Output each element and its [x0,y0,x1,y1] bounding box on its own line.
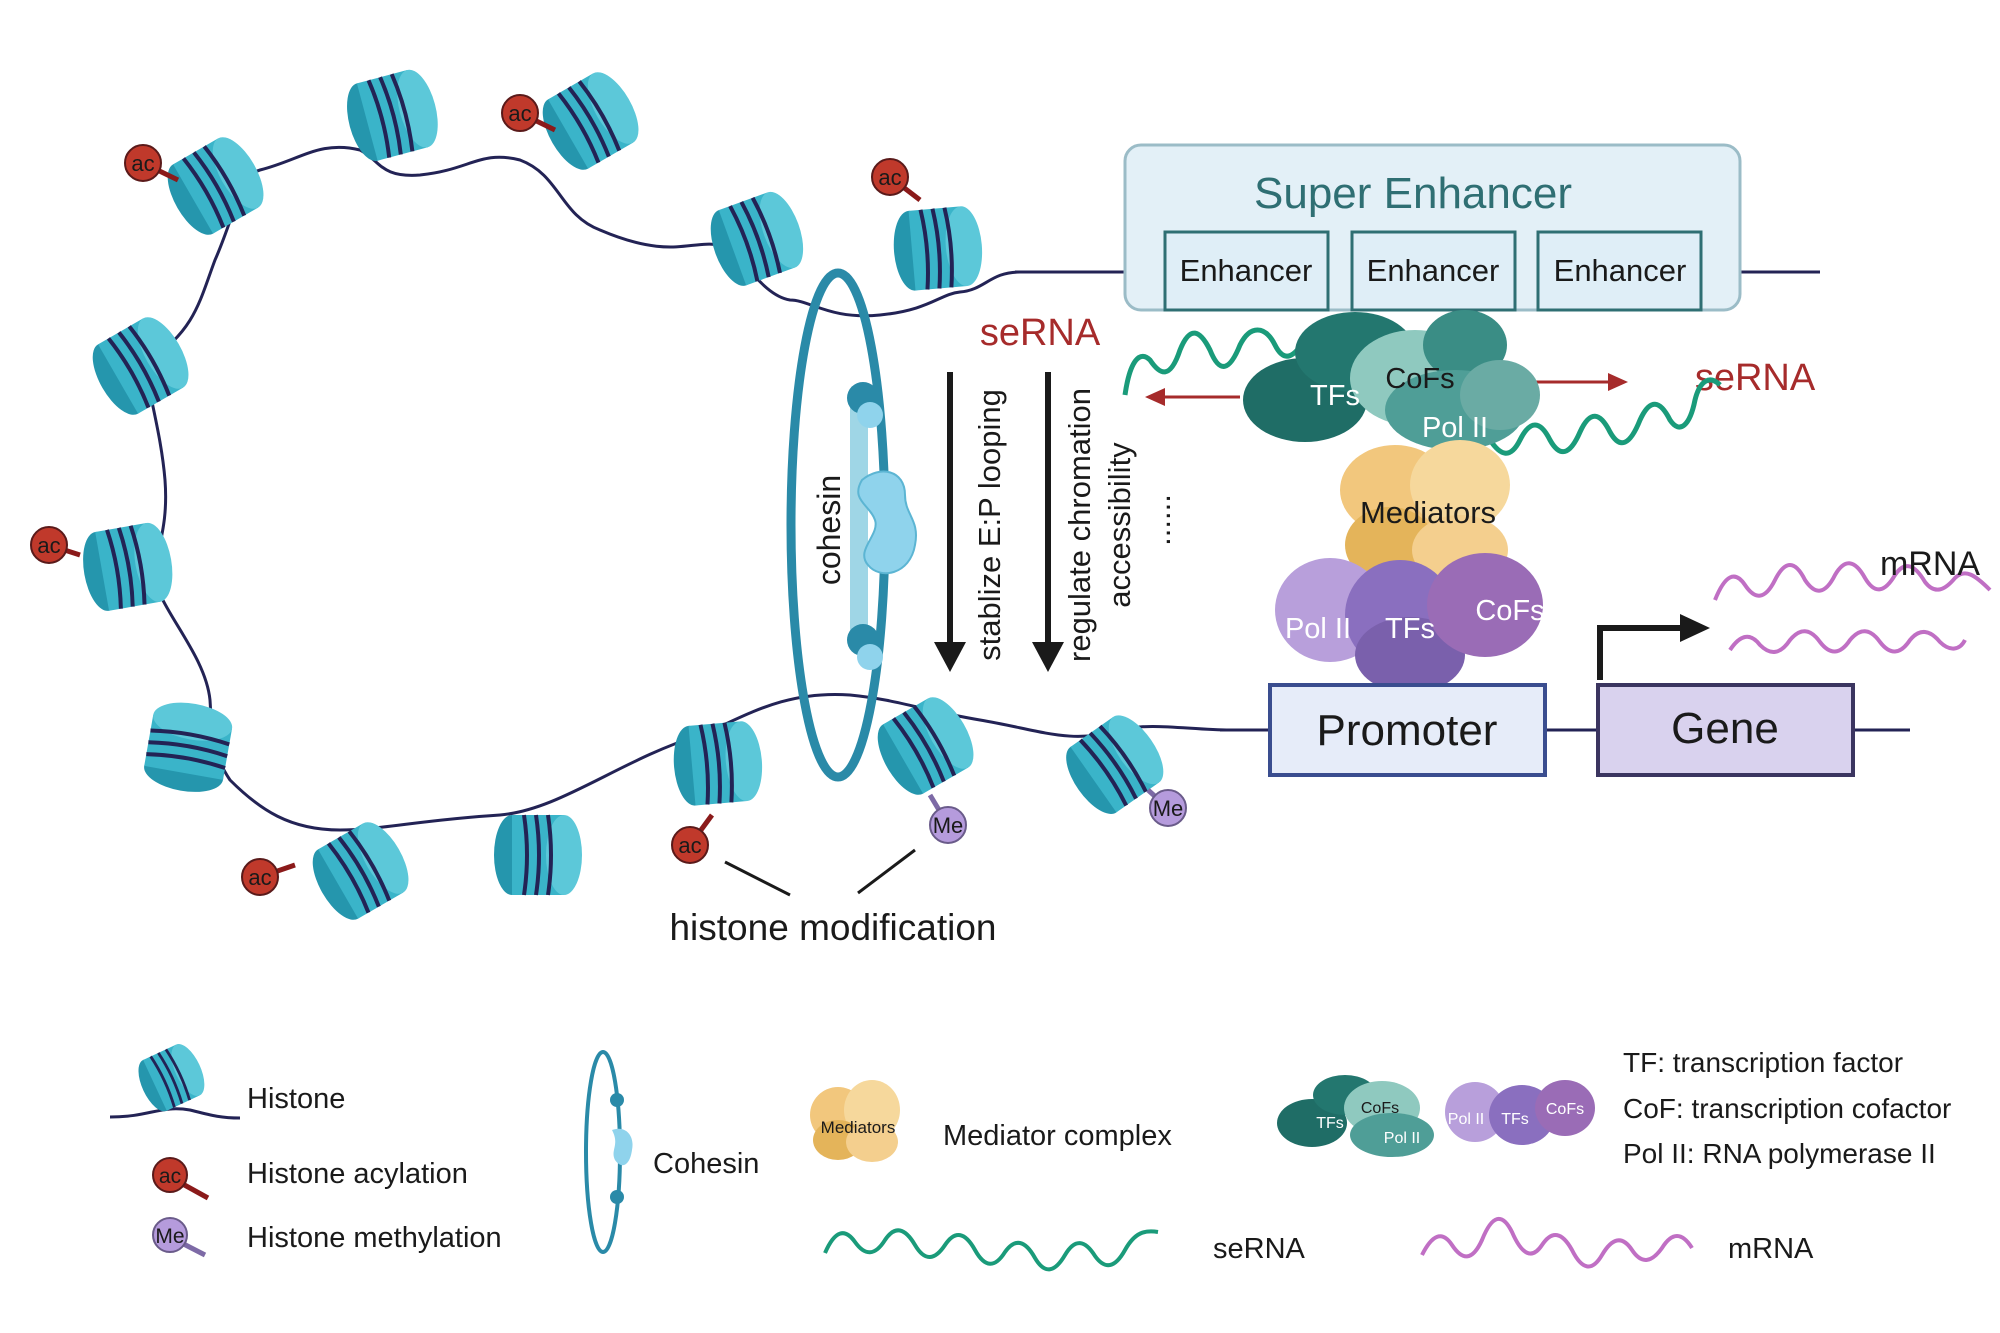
function-regulate-accessibility: regulate chromation [1062,388,1097,662]
legend-pol2-definition: Pol II: RNA polymerase II [1623,1138,1936,1169]
acylation-marks: ac ac ac ac ac ac [30,94,922,896]
legend-mrna: mRNA [1728,1233,1814,1265]
legend-cof-definition: CoF: transcription cofactor [1623,1093,1951,1124]
function-regulate-accessibility-2: accessibility [1102,442,1137,608]
legend-tf-definition: TF: transcription factor [1623,1047,1903,1078]
callout-line [857,848,916,895]
legend: Histone ac Histone acylation Me Histone … [109,1037,1951,1272]
nucleosomes [75,62,1176,930]
serna-wave-right [1487,377,1722,456]
function-stabilize-looping: stablize E:P looping [972,389,1007,661]
serna-label-left: seRNA [980,312,1101,354]
enhancer-box [1350,230,1517,312]
legend-icon-pol2b: Pol II [1448,1111,1484,1128]
legend-cohesin: Cohesin [653,1148,759,1180]
legend-mrna-wave [1420,1217,1694,1269]
pol2-label: Pol II [1285,613,1351,645]
cofs-label: CoFs [1475,595,1544,627]
mrna-label: mRNA [1880,545,1980,583]
enhancer-label: Enhancer [1180,253,1313,288]
legend-icon-tfs: TFs [1316,1115,1344,1132]
me-label: Me [1153,796,1184,821]
enhancer-label: Enhancer [1554,253,1687,288]
enhancer-box [1163,230,1330,312]
gene-box [1596,683,1855,777]
pol2-label: Pol II [1422,412,1488,444]
cofs-label: CoFs [1385,363,1454,395]
legend-methylation: Histone methylation [247,1222,502,1254]
methylation-marks: Me Me [927,788,1187,844]
legend-icon-cofs: CoFs [1361,1100,1399,1117]
ac-label: ac [248,865,271,890]
mrna-wave-2 [1728,629,1967,654]
legend-mediator-icon: Mediators [821,1118,896,1137]
ac-label: ac [678,833,701,858]
function-more: ...... [1142,494,1177,546]
callout-line [724,860,791,897]
legend-acylation: Histone acylation [247,1158,468,1190]
legend-serna: seRNA [1213,1233,1306,1265]
promoter-label: Promoter [1317,706,1498,755]
super-enhancer-region: Super Enhancer Enhancer Enhancer Enhance… [1015,143,1820,312]
ac-label: ac [878,165,901,190]
tfs-label: TFs [1385,613,1435,645]
enhancer-box [1536,230,1703,312]
promoter-box [1268,683,1547,777]
cohesin-label: cohesin [811,475,847,585]
gene-label: Gene [1671,704,1779,753]
legend-icon-cofs2: CoFs [1546,1101,1584,1118]
tfs-label: TFs [1310,380,1360,412]
serna-label-right: seRNA [1695,357,1816,399]
legend-me-icon: Me [155,1225,184,1248]
promoter-complex: Pol II TFs CoFs [1275,553,1545,693]
enhancer-label: Enhancer [1367,253,1500,288]
enhancer-complex: TFs CoFs Pol II [1243,310,1540,450]
legend-icon-pol2: Pol II [1384,1130,1420,1147]
legend-ac-icon: ac [159,1165,181,1188]
legend-mediator: Mediator complex [943,1120,1172,1152]
cohesin-ring: cohesin [786,268,918,782]
histone-modification-label: histone modification [669,907,996,948]
ac-label: ac [37,533,60,558]
mrna-wave-1 [1713,561,1992,601]
ac-label: ac [131,151,154,176]
super-enhancer-title: Super Enhancer [1254,169,1572,218]
me-label: Me [933,813,964,838]
function-arrows: stablize E:P looping regulate chromation… [934,372,1177,672]
legend-serna-wave [823,1228,1159,1272]
tss-arrow [1597,625,1685,680]
ac-label: ac [508,101,531,126]
legend-histone: Histone [247,1083,345,1115]
legend-icon-tfs2: TFs [1501,1111,1529,1128]
mediators-label: Mediators [1360,495,1496,530]
cohesin-protein [857,470,918,575]
